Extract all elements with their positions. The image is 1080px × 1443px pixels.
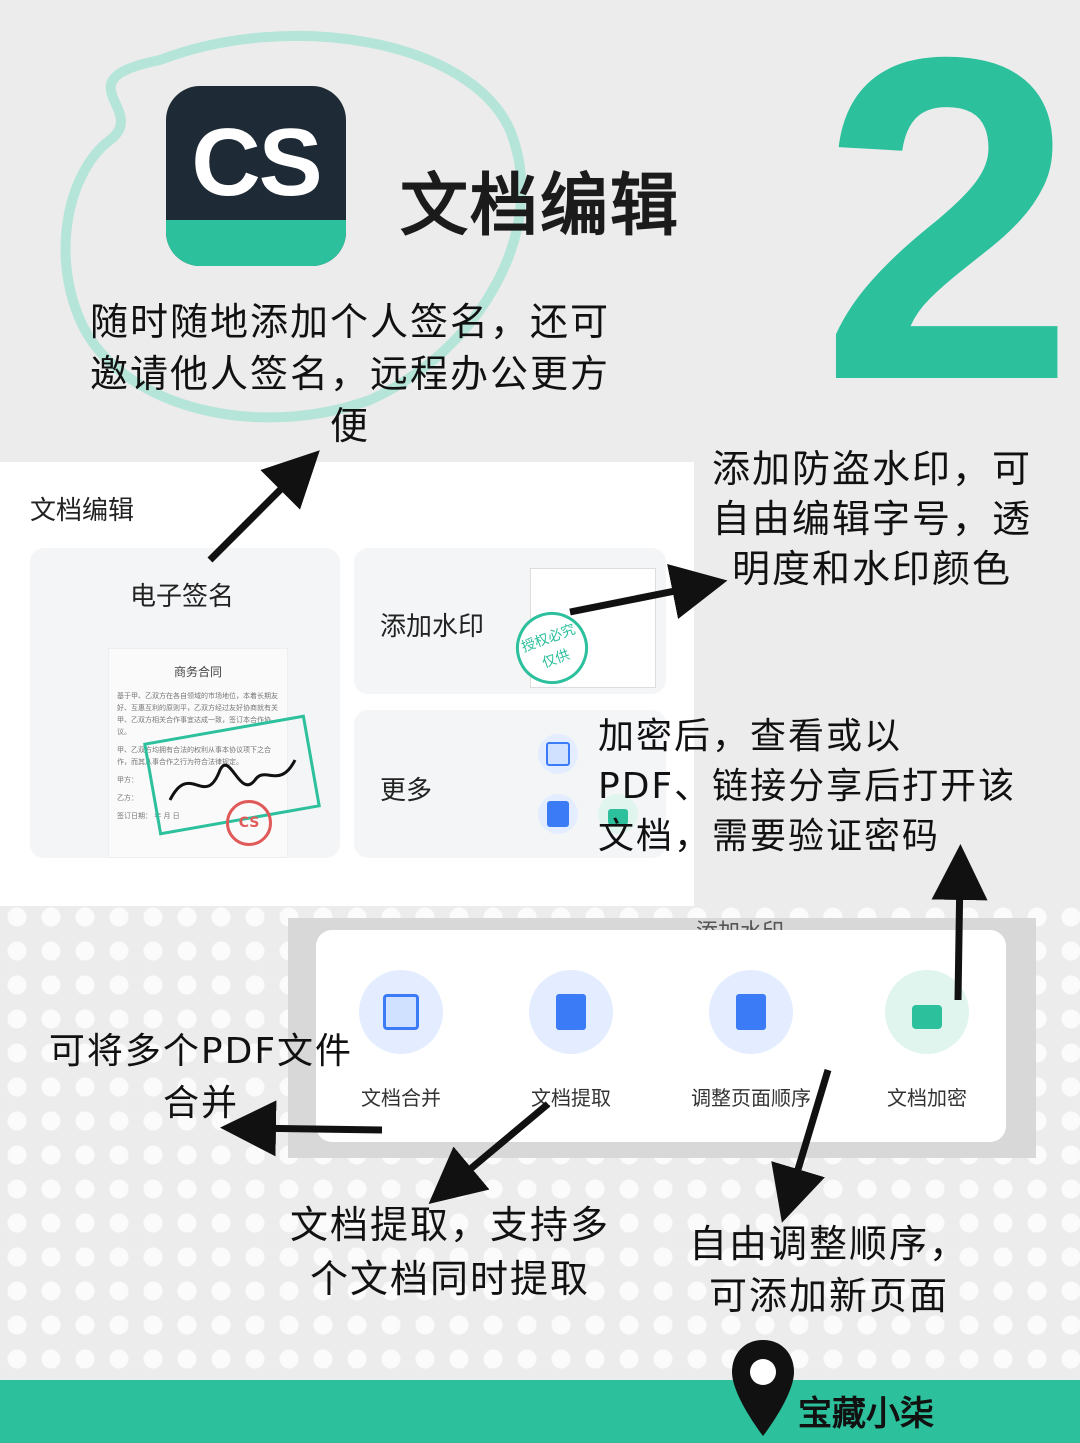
more-label: 更多 (380, 776, 433, 806)
arrow-to-merge-note (220, 1100, 383, 1157)
extract-glyph (556, 994, 586, 1030)
panel-title: 文档编辑 (30, 496, 135, 526)
camscanner-app-icon: CS (166, 86, 346, 266)
big-number: 2 (820, 0, 1076, 476)
arrow-to-signature-note (207, 450, 320, 563)
tool-merge-label: 文档合并 (361, 1086, 441, 1110)
arrow-to-extract-note (428, 1101, 551, 1204)
watermark-note: 添加防盗水印，可自由编辑字号，透明度和水印颜色 (712, 447, 1033, 591)
lock-mini-glyph (608, 809, 628, 825)
brand-name: 宝藏小柒 (798, 1394, 934, 1434)
tool-merge[interactable]: 文档合并 (316, 970, 486, 1111)
signature-note: 随时随地添加个人签名，还可邀请他人签名，远程办公更方便 (90, 300, 611, 448)
esign-label: 电子签名 (130, 582, 235, 612)
footer-bar (0, 1380, 1080, 1443)
contract-line: 甲方： (117, 776, 138, 784)
tool-reorder-label: 调整页面顺序 (691, 1086, 811, 1110)
watermark-label: 添加水印 (380, 612, 485, 642)
tool-extract[interactable]: 文档提取 (486, 970, 656, 1111)
arrow-to-reorder-note (771, 1068, 832, 1223)
lock-mini-icon (598, 794, 638, 834)
reorder-icon (709, 970, 793, 1054)
contract-line: 基于甲、乙双方在各自领域的市场地位，本着长期友好、互惠互利的原则平，乙双方经过友… (117, 692, 278, 736)
reorder-mini-icon (538, 794, 578, 834)
contract-line: 乙方： (117, 794, 138, 802)
merge-mini-glyph (546, 742, 570, 766)
tool-encrypt-label: 文档加密 (887, 1086, 967, 1110)
contract-line: 甲、乙双方均拥有合法的权利从事本协议项下之合作，而其从事合作之行为符合法律规定。 (117, 746, 271, 766)
merge-glyph (383, 994, 419, 1030)
green-swirl-decoration (60, 30, 527, 423)
reorder-note: 自由调整顺序，可添加新页面 (688, 1222, 969, 1318)
page-title: 文档编辑 (400, 167, 681, 246)
handwritten-signature-icon (168, 759, 297, 801)
arrow-to-encrypt-note (931, 844, 988, 1001)
contract-title: 商务合同 (173, 665, 222, 679)
tool-reorder[interactable]: 调整页面顺序 (666, 970, 836, 1111)
merge-mini-icon (538, 734, 578, 774)
encrypt-note: 加密后，查看或以 PDF、链接分享后打开该文档，需要验证密码 (598, 716, 1017, 857)
merge-icon (359, 970, 443, 1054)
red-seal-stamp: CS (226, 800, 272, 846)
extract-icon (529, 970, 613, 1054)
lock-glyph (912, 1005, 942, 1029)
extract-note: 文档提取，支持多个文档同时提取 (289, 1203, 610, 1301)
reorder-mini-glyph (547, 801, 569, 827)
contract-line: 签订日期： 年 月 日 (117, 812, 180, 820)
reorder-glyph (736, 994, 766, 1030)
app-icon-band (166, 220, 346, 266)
location-pin-icon (732, 1340, 794, 1436)
arrow-to-watermark-note (569, 564, 728, 619)
app-icon-text: CS (191, 109, 322, 216)
merge-note: 可将多个PDF文件合并 (48, 1031, 354, 1124)
